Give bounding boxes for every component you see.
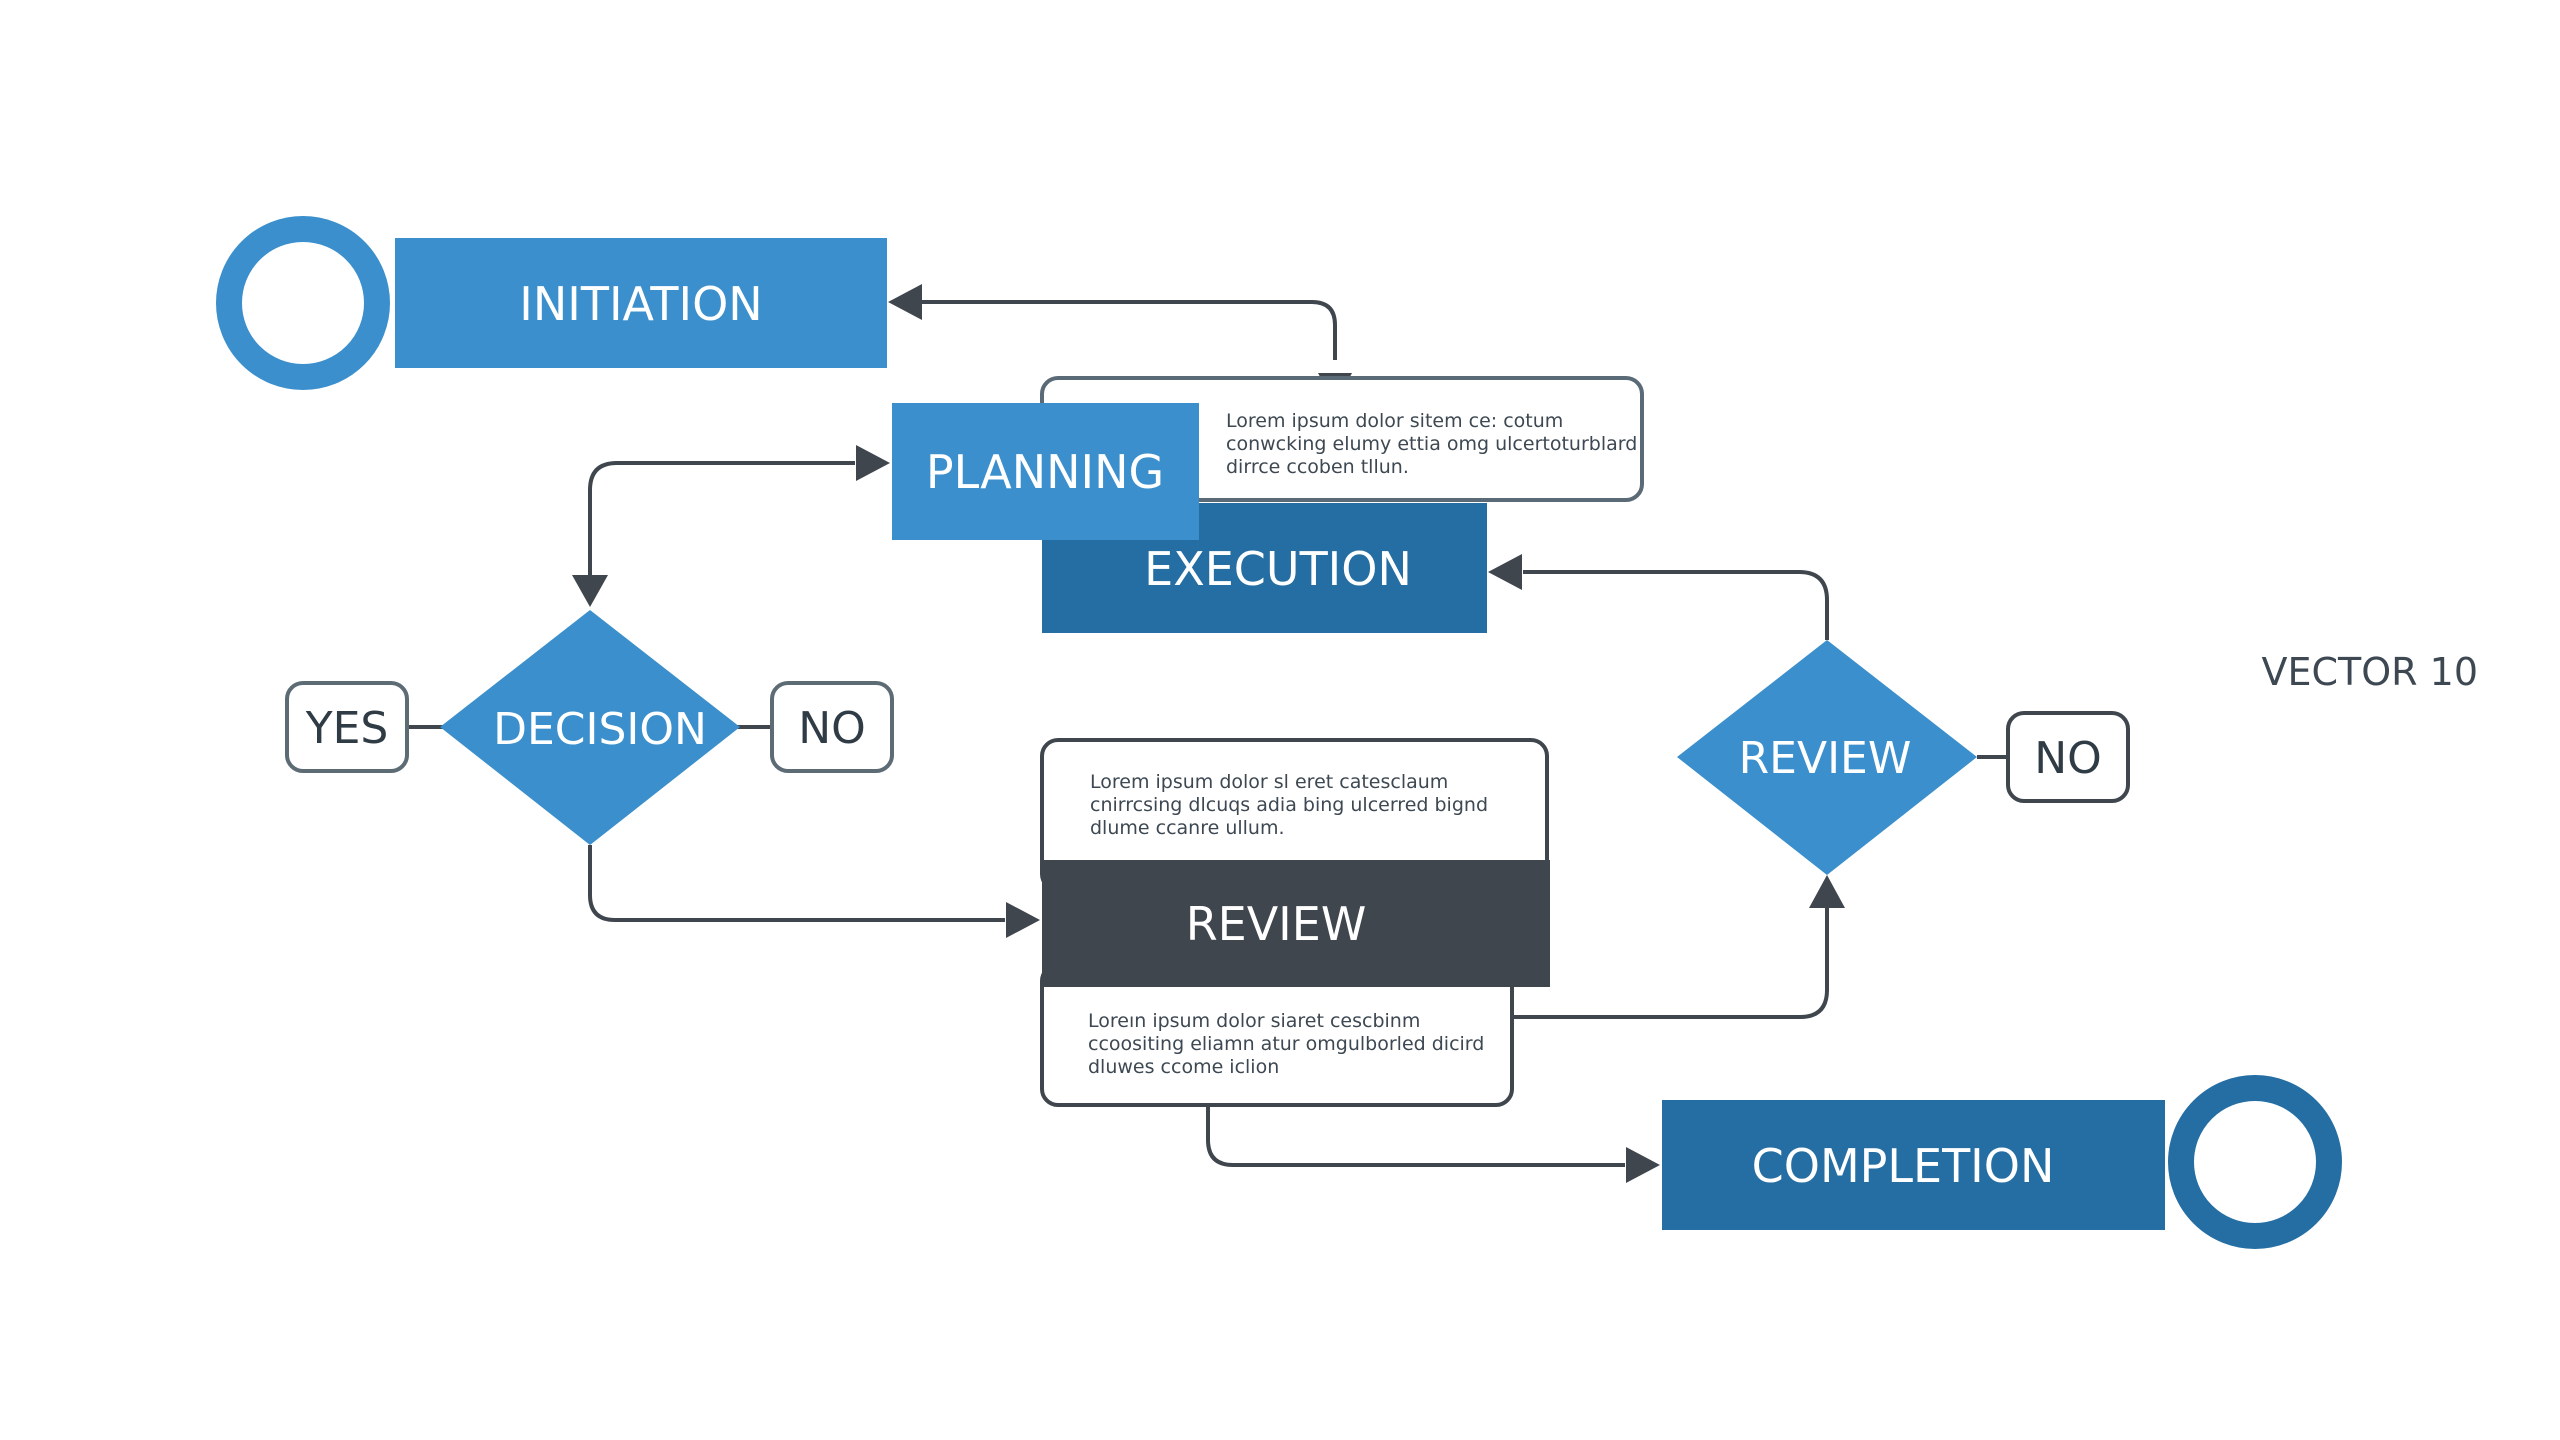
planning-box xyxy=(892,403,1199,540)
yes-pill: YES xyxy=(285,681,409,773)
review-block: Loreın ipsum dolor siaret cescbinm ccoos… xyxy=(1040,738,1550,1107)
review-note-bottom-line-1: Loreın ipsum dolor siaret cescbinm xyxy=(1088,1010,1420,1032)
connector-planning-to-initiation xyxy=(920,300,1337,360)
arrowhead-planning xyxy=(856,445,890,481)
yes-pill-label: YES xyxy=(305,703,389,754)
decision-label: DECISION xyxy=(493,704,707,755)
review-note-top-line-3: dlume ccanre ullum. xyxy=(1090,817,1285,839)
arrowhead-decision xyxy=(572,575,608,607)
connector-decision-to-planning xyxy=(588,461,855,575)
initiation-bar xyxy=(395,238,887,368)
review-note-top-line-2: cnirrcsing dlcuqs adia bing ulcerred big… xyxy=(1090,794,1488,816)
decision-node: DECISION xyxy=(440,610,740,845)
arrowhead-completion xyxy=(1626,1147,1660,1183)
planning-label: PLANNING xyxy=(926,445,1164,499)
yes-pill-box xyxy=(285,681,409,773)
planning-node: PLANNING xyxy=(892,403,1199,540)
no-pill-right-label: NO xyxy=(2034,733,2102,784)
review-note-top-line-1: Lorem ipsum dolor sl eret catesclaum xyxy=(1090,771,1448,793)
review-note-bottom-line-3: dluwes ccome iclion xyxy=(1088,1056,1279,1078)
no-pill-left: NO xyxy=(770,681,894,773)
execution-label: EXECUTION xyxy=(1144,542,1412,596)
no-pill-left-label: NO xyxy=(798,703,866,754)
planning-note-line-1: Lorem ipsum dolor sitem ce: cotum xyxy=(1226,410,1563,432)
review-block-label: REVIEW xyxy=(1186,897,1367,951)
no-pill-right: NO xyxy=(2006,711,2130,803)
no-pill-left-box xyxy=(770,681,894,773)
planning-note-line-2: conwcking elumy ettia omg ulcertoturblar… xyxy=(1226,433,1637,455)
corner-vector-label: VECTOR 10 xyxy=(2262,650,2479,694)
end-circle-icon xyxy=(2168,1075,2342,1249)
arrowhead-review-diamond xyxy=(1809,875,1845,908)
decision-diamond xyxy=(440,610,740,845)
initiation-node: INITIATION xyxy=(216,216,887,390)
review-decision-node: REVIEW xyxy=(1677,640,1977,875)
review-header-bar xyxy=(1042,860,1550,987)
review-note-bottom-line-2: ccoositing eliamn atur omgulborled dicir… xyxy=(1088,1033,1484,1055)
connector-review-block-to-diamond xyxy=(1450,905,1829,1019)
initiation-label: INITIATION xyxy=(519,277,762,331)
start-circle-icon xyxy=(216,216,390,390)
arrowhead-review-block xyxy=(1006,902,1040,938)
review-diamond xyxy=(1677,640,1977,875)
completion-bar xyxy=(1662,1100,2165,1230)
review-diamond-label: REVIEW xyxy=(1739,733,1912,784)
completion-label: COMPLETION xyxy=(1752,1139,2055,1193)
arrowhead-initiation xyxy=(888,284,922,320)
connector-decision-to-review xyxy=(588,845,1005,922)
planning-note-line-3: dirrce ccoben tllun. xyxy=(1226,456,1409,478)
connector-review-to-execution xyxy=(1523,570,1829,640)
connectors xyxy=(406,284,2008,1183)
connector-review-to-completion xyxy=(1206,1105,1625,1167)
completion-node: COMPLETION xyxy=(1662,1075,2342,1249)
arrowhead-execution xyxy=(1488,554,1522,590)
no-pill-right-box xyxy=(2006,711,2130,803)
